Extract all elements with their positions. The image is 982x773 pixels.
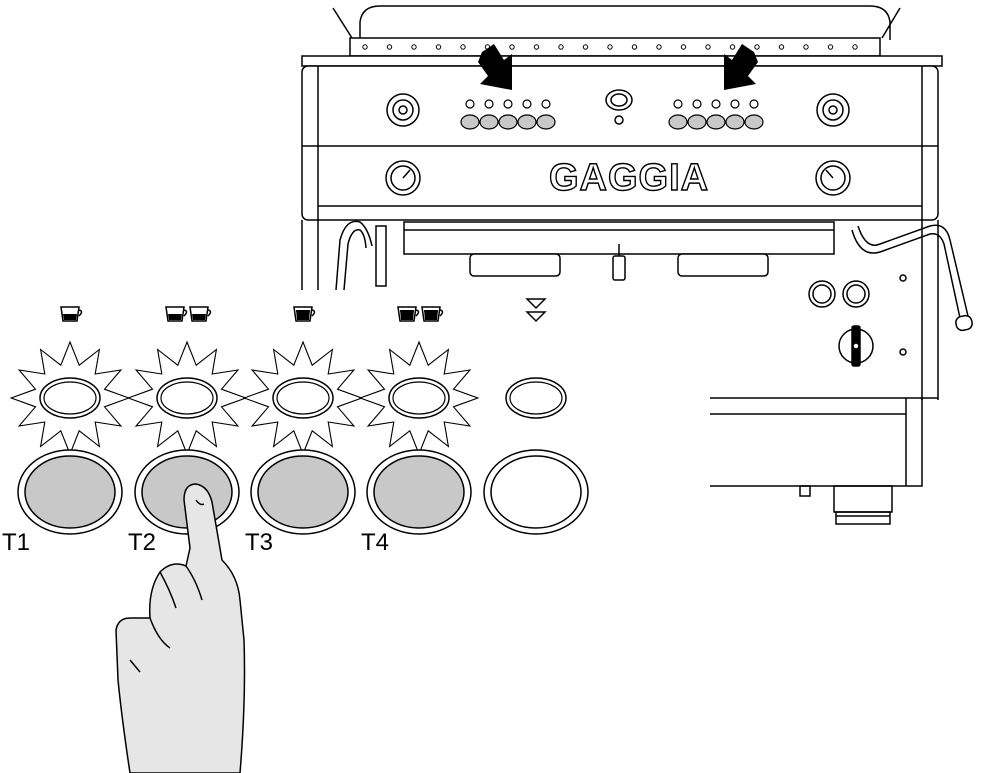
cup-handle [207,309,212,317]
group-keypads [460,99,764,130]
warmer-hole [509,44,515,50]
button-label-t2: T2 [128,529,157,556]
warmer-hole [827,44,834,50]
keypad-led [730,99,740,109]
continuous-dispense-icon [525,298,547,323]
double-long-coffee-icon [397,306,444,322]
pressure-gauge-left [385,160,421,196]
steam-knob-left [386,93,420,127]
panel-button-t3[interactable] [242,306,364,535]
lit-indicator [242,340,364,456]
coffee-fill [296,310,310,320]
lit-indicator [9,340,131,456]
cup-handle [439,309,444,317]
keypad-button [536,114,556,130]
cup-handle [311,309,316,317]
keypad-led [541,99,551,109]
keypad-led [692,99,702,109]
keypad-button [498,114,518,130]
keypad-button [668,114,688,130]
center-switch [605,89,633,125]
button-face [257,455,349,529]
keypad-button [744,114,764,130]
indicator-lens [160,381,214,415]
keypad-led [484,99,494,109]
warmer-hole [582,44,589,50]
warmer-hole [362,44,368,50]
keypad-button [517,114,537,130]
indicator-lens [392,381,446,415]
triangle-down [525,298,547,310]
steam-wand-left [335,220,387,291]
warmer-hole [460,44,466,50]
button-label-t4: T4 [361,529,390,556]
warmer-hole [558,44,564,50]
lit-indicator [126,340,248,456]
brand-logo: GAGGIA [548,156,710,199]
coffee-fill [424,310,438,320]
cup-handle [78,309,83,317]
coffee-fill [168,314,182,320]
keypad-led [503,99,513,109]
coffee-fill [400,310,414,320]
warmer-hole [656,44,662,50]
keypad-led [673,99,683,109]
button-face [24,455,116,529]
button-face [373,455,465,529]
keypad-button [725,114,745,130]
side-controls [808,274,907,367]
button-label-t3: T3 [245,529,274,556]
single-short-coffee-icon [60,306,83,322]
double-short-coffee-icon [165,306,212,322]
machine-body [301,65,939,525]
warmer-hole [533,44,540,50]
keypad-led [522,99,532,109]
lit-indicator [358,340,480,456]
pointing-hand [115,483,246,773]
panel-button-continuous[interactable] [483,298,589,535]
warmer-hole [607,44,613,50]
cup-warmer [301,5,943,67]
indicator-lens [43,381,97,415]
warmer-hole [411,44,417,50]
panel-button-t4[interactable] [358,306,480,535]
button-face [490,455,582,529]
arrow-right-icon [724,44,758,90]
cup-handle [183,309,188,317]
warmer-hole [435,44,442,50]
pressure-gauge-right [815,160,851,196]
panel-button-t1[interactable] [9,306,131,535]
warmer-hole [729,44,736,50]
warmer-hole [852,44,858,50]
warmer-hole [778,44,785,50]
indicator-lens [276,381,330,415]
button-label-t1: T1 [2,529,31,556]
warmer-hole [754,44,760,50]
single-long-coffee-icon [293,306,316,322]
warmer-hole [803,44,809,50]
keypad-led [749,99,759,109]
coffee-fill [63,314,77,320]
arrow-left-icon [478,44,512,90]
keypad-button [687,114,707,130]
triangle-down [525,311,547,323]
indicator [505,377,567,419]
coffee-fill [192,314,206,320]
keypad-led [465,99,475,109]
warmer-hole [705,44,711,50]
warmer-hole [386,44,393,50]
keypad-button [479,114,499,130]
keypad-button [460,114,480,130]
cup-handle [415,309,420,317]
steam-wand-right [851,224,973,332]
keypad-led [711,99,721,109]
warmer-hole [680,44,687,50]
cup-warmer-holes [362,44,858,50]
control-panel [9,298,589,535]
warmer-hole [631,44,638,50]
keypad-button [706,114,726,130]
indicator-lens [509,381,563,415]
steam-knob-right [816,93,850,127]
